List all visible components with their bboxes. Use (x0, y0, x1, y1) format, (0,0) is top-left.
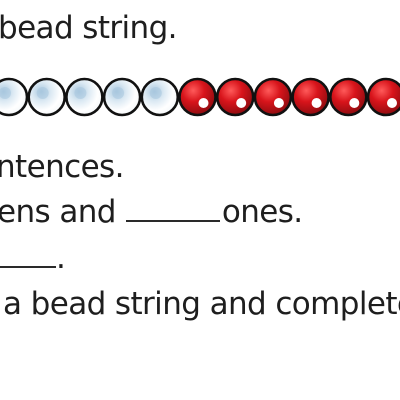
instruction-bead-string-text: bead string. (0, 10, 178, 46)
white-bead (65, 77, 104, 117)
ones-answer-blank[interactable] (125, 194, 220, 222)
sentence-total: . (0, 240, 66, 276)
red-bead (253, 77, 293, 117)
red-bead (178, 77, 217, 117)
tens-and-text: ens and (0, 194, 116, 230)
instruction-sentences: ntences. (0, 149, 124, 185)
red-bead (366, 77, 400, 117)
white-bead (102, 77, 142, 117)
sentence-tens-ones: ens and ones. (0, 194, 303, 230)
instruction-complete-text: a bead string and complete (3, 286, 400, 322)
white-bead (140, 77, 180, 117)
red-bead (291, 77, 330, 117)
bead-string-image (0, 77, 400, 117)
red-bead (328, 77, 368, 117)
red-bead (215, 77, 255, 117)
white-bead (27, 77, 67, 117)
total-period: . (56, 240, 66, 276)
total-answer-blank[interactable] (0, 240, 56, 268)
instruction-sentences-text: ntences. (0, 149, 124, 185)
instruction-complete: a bead string and complete (3, 286, 400, 322)
instruction-bead-string: bead string. (0, 10, 178, 46)
white-bead (0, 77, 29, 117)
ones-text: ones. (221, 194, 303, 230)
